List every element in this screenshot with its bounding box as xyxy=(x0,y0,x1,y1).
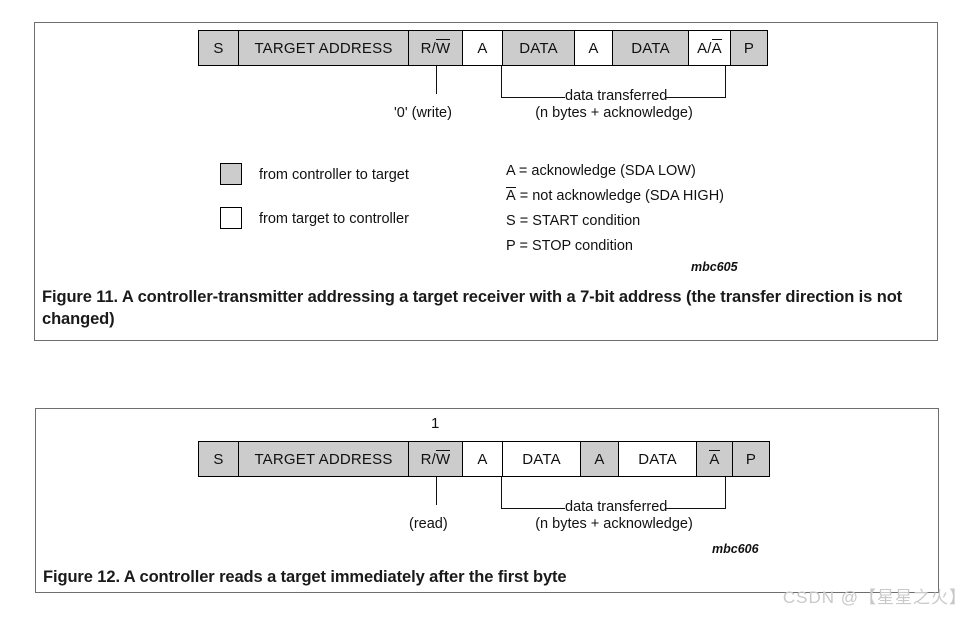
definition-symbol-p: P xyxy=(506,238,516,254)
figure-12-cell-1: TARGET ADDRESS xyxy=(238,441,408,477)
figure-11-bracket-right-rule xyxy=(665,97,726,98)
figure-12-cell-8: P xyxy=(732,441,770,477)
definition-text-start-condition: = START condition xyxy=(519,213,641,229)
figure-12-cell-7: A xyxy=(696,441,732,477)
figure-11-cell-3: A xyxy=(462,30,502,66)
figure-12-bracket-label-line2: (n bytes + acknowledge) xyxy=(535,516,693,532)
figure-11-cell-2-overline-w: W xyxy=(436,38,451,57)
csdn-watermark: CSDN @【星星之火】 xyxy=(782,588,967,607)
definition-not-acknowledge: A = not acknowledge (SDA HIGH) xyxy=(506,187,725,204)
definition-symbol-a: A xyxy=(506,163,515,179)
figure-11-bracket-label-line2: (n bytes + acknowledge) xyxy=(535,105,693,121)
figure-11-cell-4: DATA xyxy=(502,30,574,66)
definition-start-condition: S = START condition xyxy=(506,213,640,229)
figure-12-rw-leader-tick xyxy=(436,477,437,505)
figure-12-bracket-left-rule xyxy=(501,508,565,509)
figure-12-cell-2: R/W xyxy=(408,441,462,477)
figure-12-cell-0: S xyxy=(198,441,238,477)
figure-11-artwork-id: mbc605 xyxy=(691,260,738,274)
figure-11-cell-8: P xyxy=(730,30,768,66)
figure-11-rw-leader-tick xyxy=(436,66,437,94)
figure-12-caption: Figure 12. A controller reads a target i… xyxy=(43,568,567,586)
figure-12-cell-2-overline-w: W xyxy=(436,449,451,468)
figure-12-cell-5: A xyxy=(580,441,618,477)
definition-symbol-s: S xyxy=(506,213,516,229)
definition-acknowledge: A = acknowledge (SDA LOW) xyxy=(506,163,696,179)
legend-swatch-controller-to-target xyxy=(220,163,242,185)
figure-11-caption: Figure 11. A controller-transmitter addr… xyxy=(42,288,903,329)
figure-12-cell-3: A xyxy=(462,441,502,477)
figure-11-bracket-left-arm xyxy=(501,66,502,98)
figure-12-artwork-id: mbc606 xyxy=(712,542,759,556)
figure-11-bracket-label-line1: data transferred xyxy=(565,88,668,104)
figure-12-bracket-left-arm xyxy=(501,477,502,509)
figure-11-cell-2-text: R/ xyxy=(420,39,437,57)
definition-stop-condition: P = STOP condition xyxy=(506,238,633,254)
figure-11-bracket-left-rule xyxy=(501,97,565,98)
definition-text-stop-condition: = STOP condition xyxy=(519,238,633,254)
definition-text-acknowledge: = acknowledge (SDA LOW) xyxy=(518,163,696,179)
figure-12-bracket-right-arm xyxy=(725,477,726,509)
figure-12-cell-2-text: R/ xyxy=(420,450,437,468)
figure-11-cell-6: DATA xyxy=(612,30,688,66)
figure-12-bracket-label-line1: data transferred xyxy=(565,499,668,515)
legend-label-controller-to-target: from controller to target xyxy=(259,167,409,183)
figure-11-cell-7: A/A xyxy=(688,30,730,66)
figure-11-cell-5: A xyxy=(574,30,612,66)
figure-11-cell-7-overline-a: A xyxy=(711,38,723,57)
figure-12-cell-4: DATA xyxy=(502,441,580,477)
definition-text-not-acknowledge: = not acknowledge (SDA HIGH) xyxy=(519,188,725,204)
figure-12-cell-6: DATA xyxy=(618,441,696,477)
figure-12-cell-7-overline-a: A xyxy=(709,449,720,468)
legend-swatch-target-to-controller xyxy=(220,207,242,229)
definition-symbol-a-overline: A xyxy=(506,187,516,204)
figure-11-rw-note: '0' (write) xyxy=(394,105,452,121)
figure-12-rw-note: (read) xyxy=(409,516,448,532)
figure-12-bracket-right-rule xyxy=(665,508,726,509)
figure-11-bracket-right-arm xyxy=(725,66,726,98)
legend-label-target-to-controller: from target to controller xyxy=(259,211,409,227)
figure-11-cell-2: R/W xyxy=(408,30,462,66)
figure-11-cell-1: TARGET ADDRESS xyxy=(238,30,408,66)
figure-12-rw-bit-label: 1 xyxy=(431,415,440,432)
figure-11-cell-7-text: A/ xyxy=(697,39,712,57)
figure-11-cell-0: S xyxy=(198,30,238,66)
